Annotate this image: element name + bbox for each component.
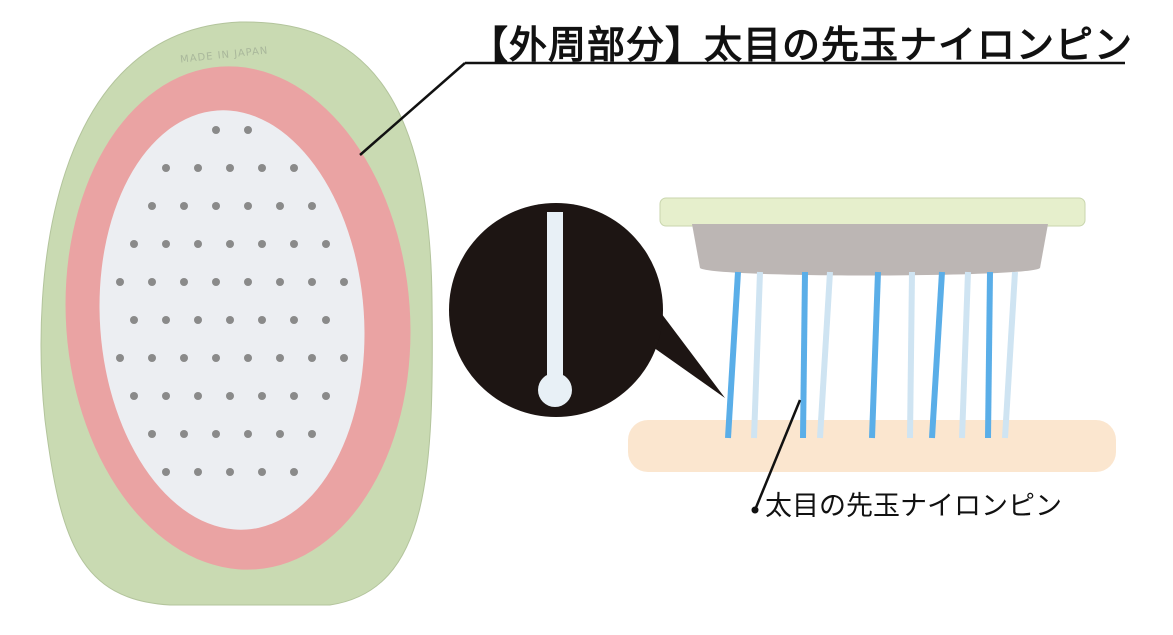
- pin: [212, 126, 220, 134]
- pin: [148, 430, 156, 438]
- pin: [308, 278, 316, 286]
- pin: [322, 240, 330, 248]
- nylon-pin: [929, 271, 945, 439]
- pin: [258, 392, 266, 400]
- pin: [194, 392, 202, 400]
- pin: [258, 164, 266, 172]
- pin: [322, 316, 330, 324]
- pin: [276, 430, 284, 438]
- pin: [244, 202, 252, 210]
- pin: [162, 316, 170, 324]
- nylon-pin: [817, 271, 833, 439]
- pin: [308, 354, 316, 362]
- pin: [308, 430, 316, 438]
- pin: [130, 240, 138, 248]
- pin: [290, 392, 298, 400]
- pin: [226, 164, 234, 172]
- leader-line-title: [359, 62, 466, 156]
- pin: [130, 316, 138, 324]
- side-pins: [725, 271, 1018, 439]
- scalp: [628, 420, 1116, 472]
- pin: [258, 468, 266, 476]
- nylon-pin: [1002, 271, 1018, 439]
- pin: [244, 278, 252, 286]
- pin: [180, 278, 188, 286]
- nylon-pin: [751, 271, 763, 439]
- pin: [340, 354, 348, 362]
- pin: [162, 164, 170, 172]
- outer-pins-title: 【外周部分】太目の先玉ナイロンピン: [470, 23, 1134, 67]
- brush-front-view: [40, 21, 433, 606]
- pin: [212, 354, 220, 362]
- pin: [308, 202, 316, 210]
- nylon-pin: [959, 271, 971, 439]
- nylon-pin: [725, 271, 741, 439]
- pin: [226, 316, 234, 324]
- pin: [244, 354, 252, 362]
- pin: [340, 278, 348, 286]
- pin: [116, 354, 124, 362]
- pin: [290, 240, 298, 248]
- pin: [276, 354, 284, 362]
- nylon-pin: [800, 271, 808, 439]
- pin: [244, 126, 252, 134]
- pin: [180, 202, 188, 210]
- pin: [180, 430, 188, 438]
- pin-field: [116, 126, 348, 476]
- pin: [290, 468, 298, 476]
- cushion-side: [692, 224, 1048, 276]
- pin: [212, 430, 220, 438]
- pin: [194, 316, 202, 324]
- brush-side-view: [628, 197, 1116, 472]
- pin: [258, 316, 266, 324]
- pin: [162, 468, 170, 476]
- nylon-pin: [907, 271, 915, 439]
- pin: [148, 202, 156, 210]
- pin: [180, 354, 188, 362]
- pin: [194, 164, 202, 172]
- pin: [322, 392, 330, 400]
- pin-callout-label: 太目の先玉ナイロンピン: [765, 491, 1062, 522]
- pin: [162, 240, 170, 248]
- pin-closeup-ball: [538, 373, 572, 407]
- pin: [258, 240, 266, 248]
- pin: [116, 278, 124, 286]
- pin: [148, 354, 156, 362]
- pin: [212, 202, 220, 210]
- pin: [276, 202, 284, 210]
- pin: [212, 278, 220, 286]
- pin: [130, 392, 138, 400]
- pin-closeup-shaft: [547, 212, 563, 384]
- pin: [148, 278, 156, 286]
- leader-line-pin: [753, 399, 802, 511]
- pin: [290, 164, 298, 172]
- pin: [226, 392, 234, 400]
- pin: [162, 392, 170, 400]
- nylon-pin: [869, 271, 881, 439]
- pin: [194, 240, 202, 248]
- brush-base-side: [659, 197, 1086, 227]
- pin: [226, 240, 234, 248]
- pin: [194, 468, 202, 476]
- nylon-pin: [985, 271, 993, 439]
- pin: [244, 430, 252, 438]
- pin: [290, 316, 298, 324]
- pin: [276, 278, 284, 286]
- pin: [226, 468, 234, 476]
